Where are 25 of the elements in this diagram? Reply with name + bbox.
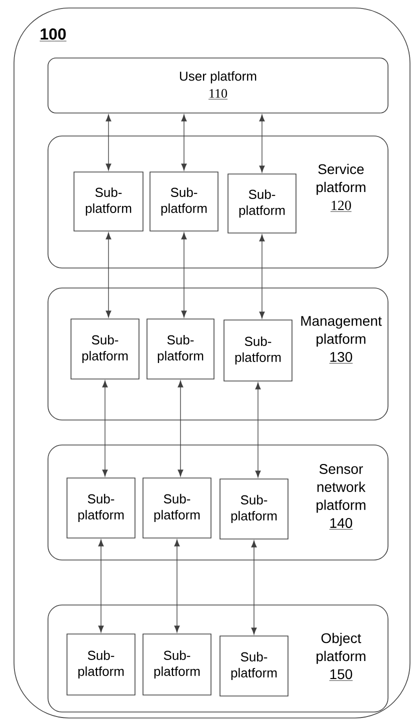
sub-platform-box: Sub- platform [220,636,288,696]
sub-platform-box: Sub- platform [70,318,140,380]
arrow [102,380,108,477]
arrow [259,234,265,319]
sub-platform-box: Sub- platform [150,172,218,232]
sub-platform-box: Sub- platform [66,478,136,538]
sub-platform-box: Sub- platform [220,478,288,540]
sub-platform-box: Sub- platform [224,320,292,382]
arrow [178,380,184,477]
arrow [181,114,187,170]
arrow [259,114,265,172]
arrow [255,382,261,478]
sub-platform-box: Sub- platform [74,172,144,232]
arrow [98,540,104,632]
sub-platform-box: Sub- platform [228,174,296,234]
arrow [106,232,112,318]
sub-platform-box: Sub- platform [142,634,212,696]
arrow [174,540,180,632]
platform-box: User platform 110 [48,58,388,114]
arrow [106,114,112,170]
sub-platform-box: Sub- platform [142,478,212,538]
arrow [251,540,257,634]
sub-platform-box: Sub- platform [66,634,136,696]
sub-platform-box: Sub- platform [146,318,214,380]
arrow [181,232,187,318]
